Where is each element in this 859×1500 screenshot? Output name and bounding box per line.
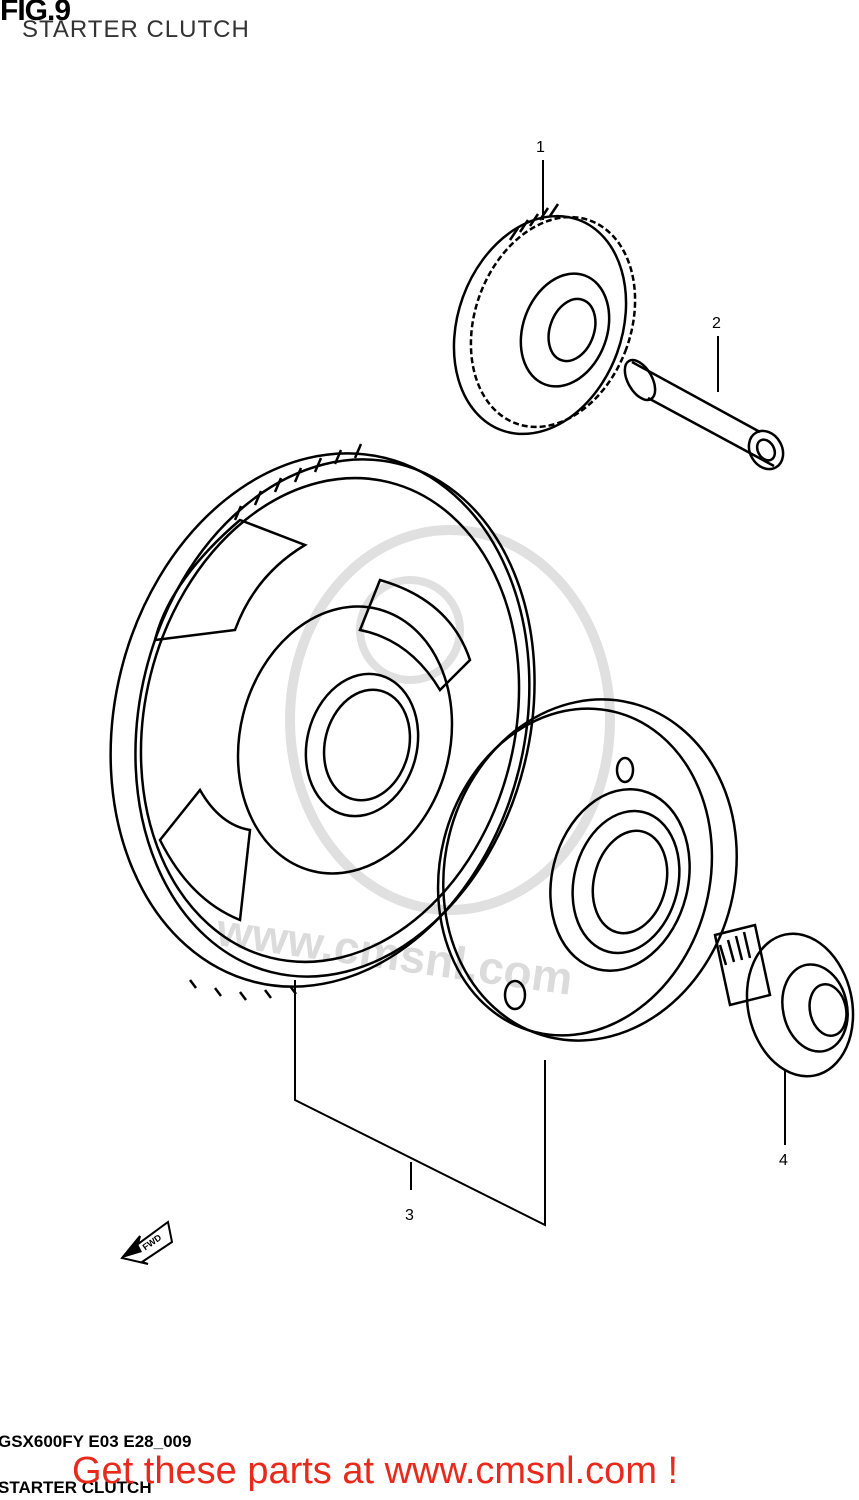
- leader-lines: [294, 160, 786, 1227]
- callout-1[interactable]: 1: [536, 139, 545, 156]
- callout-3[interactable]: 3: [405, 1207, 414, 1224]
- fwd-arrow-icon: FWD: [120, 1220, 174, 1265]
- figure-number: FIG.9: [0, 0, 71, 27]
- diagram-code: GSX600FY E03 E28_009: [0, 1432, 192, 1451]
- part-2-shaft[interactable]: [619, 355, 790, 475]
- footer-title: STARTER CLUTCH: [0, 1478, 152, 1497]
- part-3-clutch-housing[interactable]: [404, 668, 772, 1072]
- part-1-idle-gear[interactable]: [425, 192, 664, 459]
- part-3-driven-gear[interactable]: [56, 408, 588, 1031]
- callout-2[interactable]: 2: [712, 315, 721, 332]
- callout-4[interactable]: 4: [779, 1152, 788, 1169]
- promo-link[interactable]: Get these parts at www.cmsnl.com !: [72, 1450, 679, 1492]
- part-4-bolt[interactable]: [713, 923, 859, 1086]
- figure-title: STARTER CLUTCH: [22, 16, 250, 43]
- watermark: www.cmsnl.com: [213, 525, 615, 1005]
